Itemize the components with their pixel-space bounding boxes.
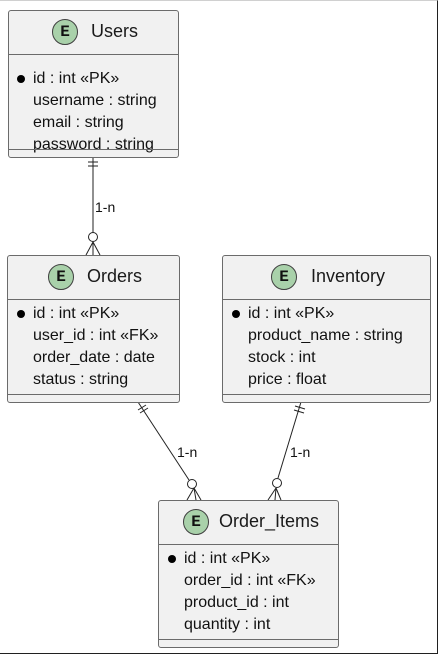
field-row: price : float — [248, 371, 327, 388]
field-row: order_date : date — [33, 349, 155, 366]
header-divider — [9, 54, 178, 55]
field-row: id : int «PK» — [33, 70, 120, 87]
entity-title: Orders — [87, 266, 143, 286]
field-row: id : int «PK» — [184, 550, 271, 567]
footer-divider — [223, 394, 430, 395]
users-orders-cardinality-label: 1-n — [95, 199, 116, 215]
entity-badge-icon: E — [48, 264, 74, 290]
field-row: status : string — [33, 371, 129, 388]
field-row: product_name : string — [248, 327, 403, 344]
field-row: username : string — [33, 92, 157, 109]
inventory-order-items-link — [267, 401, 306, 501]
entity-title: Inventory — [311, 266, 386, 286]
users-orders-link — [85, 157, 101, 256]
entity-orders[interactable]: E Orders id : int «PK» user_id : int «FK… — [7, 255, 180, 403]
primary-key-bullet-icon — [168, 555, 176, 563]
entity-users[interactable]: E Users id : int «PK» username : string … — [8, 10, 179, 158]
field-row: stock : int — [248, 349, 316, 366]
entity-title: Order_Items — [219, 511, 320, 531]
entity-order-items[interactable]: E Order_Items id : int «PK» order_id : i… — [158, 500, 339, 648]
entity-badge-icon: E — [183, 509, 209, 535]
entity-badge-icon: E — [52, 19, 78, 45]
entity-badge-icon: E — [271, 264, 297, 290]
header-divider — [159, 544, 338, 545]
field-row: user_id : int «FK» — [33, 327, 159, 344]
footer-divider — [9, 149, 178, 150]
field-row: order_id : int «FK» — [184, 572, 316, 589]
field-row: password : string — [33, 136, 154, 153]
primary-key-bullet-icon — [232, 310, 240, 318]
field-row: id : int «PK» — [248, 305, 335, 322]
footer-divider — [159, 639, 338, 640]
header-divider — [8, 299, 179, 300]
orders-order-items-link — [137, 401, 202, 501]
entity-header: E Order_Items — [159, 501, 338, 541]
entity-header: E Orders — [8, 256, 179, 296]
entity-header: E Inventory — [223, 256, 430, 296]
field-row: quantity : int — [184, 616, 271, 633]
field-row: product_id : int — [184, 594, 289, 611]
footer-divider — [8, 394, 179, 395]
primary-key-bullet-icon — [17, 310, 25, 318]
entity-inventory[interactable]: E Inventory id : int «PK» product_name :… — [222, 255, 431, 403]
header-divider — [223, 299, 430, 300]
primary-key-bullet-icon — [17, 75, 25, 83]
orders-order-items-cardinality-label: 1-n — [177, 444, 198, 460]
entity-title: Users — [91, 21, 139, 41]
field-row: email : string — [33, 114, 124, 131]
field-row: id : int «PK» — [33, 305, 120, 322]
inventory-order-items-cardinality-label: 1-n — [290, 444, 311, 460]
entity-header: E Users — [9, 11, 178, 51]
